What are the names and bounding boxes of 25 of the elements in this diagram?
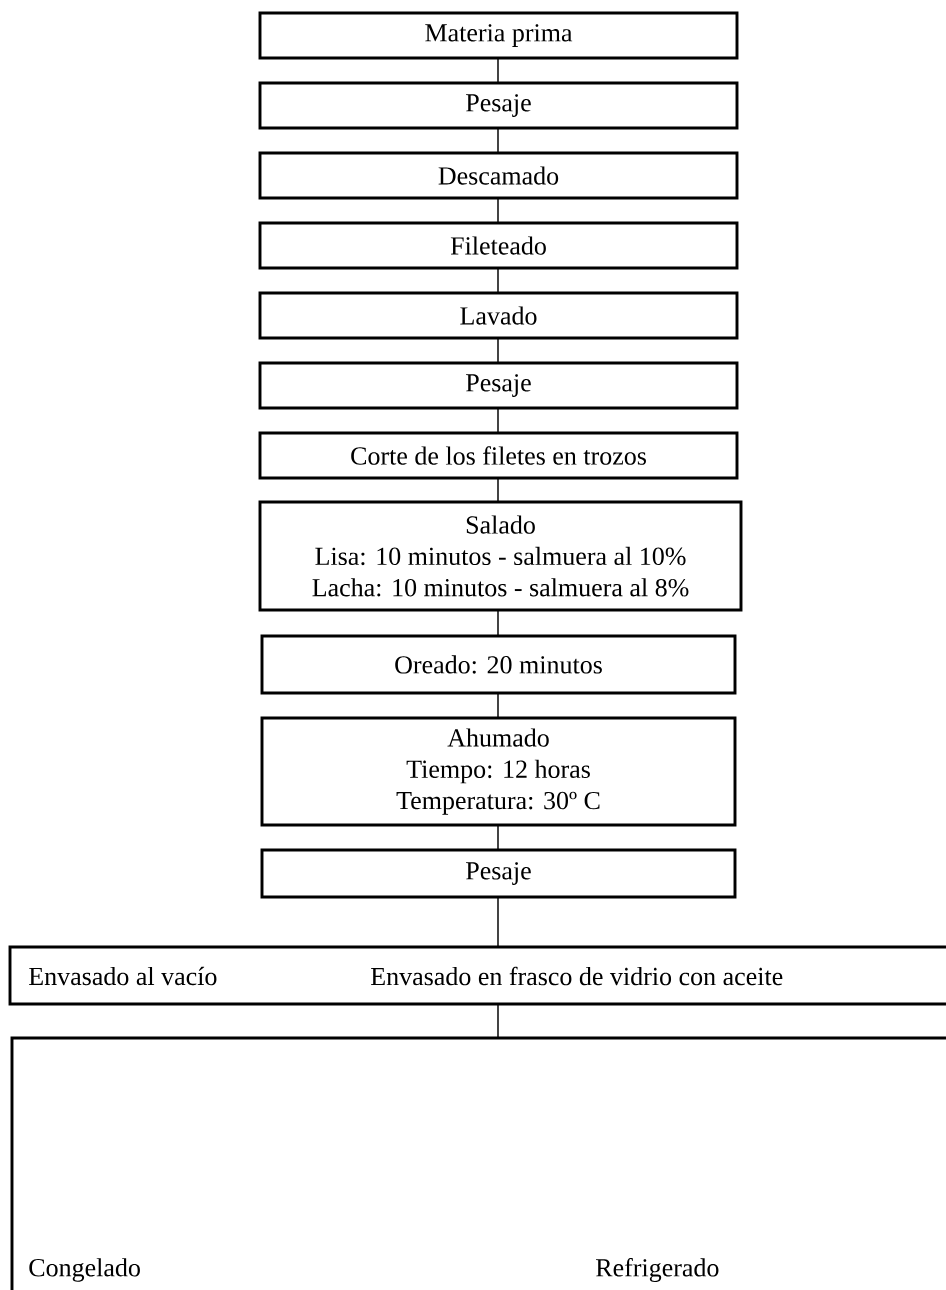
connector-line: [497, 338, 499, 363]
process-box: Lavado: [258, 291, 739, 340]
process-box: Ahumado Tiempo: 12 horas Temperatura: 30º C: [260, 716, 737, 827]
connector-line: [497, 128, 499, 153]
process-box: Congelado Refrigerado: [10, 1036, 946, 1290]
process-box: Envasado al vacío Envasado en frasco de vidrio con aceite: [8, 945, 946, 1006]
process-box: Pesaje: [260, 848, 737, 899]
process-box: Pesaje: [258, 361, 739, 410]
process-box: Corte de los filetes en trozos: [258, 431, 739, 480]
process-box: Materia prima: [258, 11, 739, 60]
process-box: Salado Lisa: 10 minutos - salmuera al 10% Lacha: 10 minutos - salmuera al 8%: [258, 500, 743, 612]
connector-line: [497, 825, 499, 850]
connector-line: [497, 1004, 499, 1038]
connector-line: [497, 610, 499, 636]
connector-line: [497, 198, 499, 223]
connector-line: [497, 897, 499, 947]
connector-line: [497, 478, 499, 502]
connector-line: [497, 58, 499, 83]
connector-line: [497, 408, 499, 433]
connector-line: [497, 693, 499, 718]
process-box: Oreado: 20 minutos: [260, 634, 737, 695]
process-box: Fileteado: [258, 221, 739, 270]
connector-line: [497, 268, 499, 293]
process-box: Pesaje: [258, 81, 739, 130]
process-box: Descamado: [258, 151, 739, 200]
